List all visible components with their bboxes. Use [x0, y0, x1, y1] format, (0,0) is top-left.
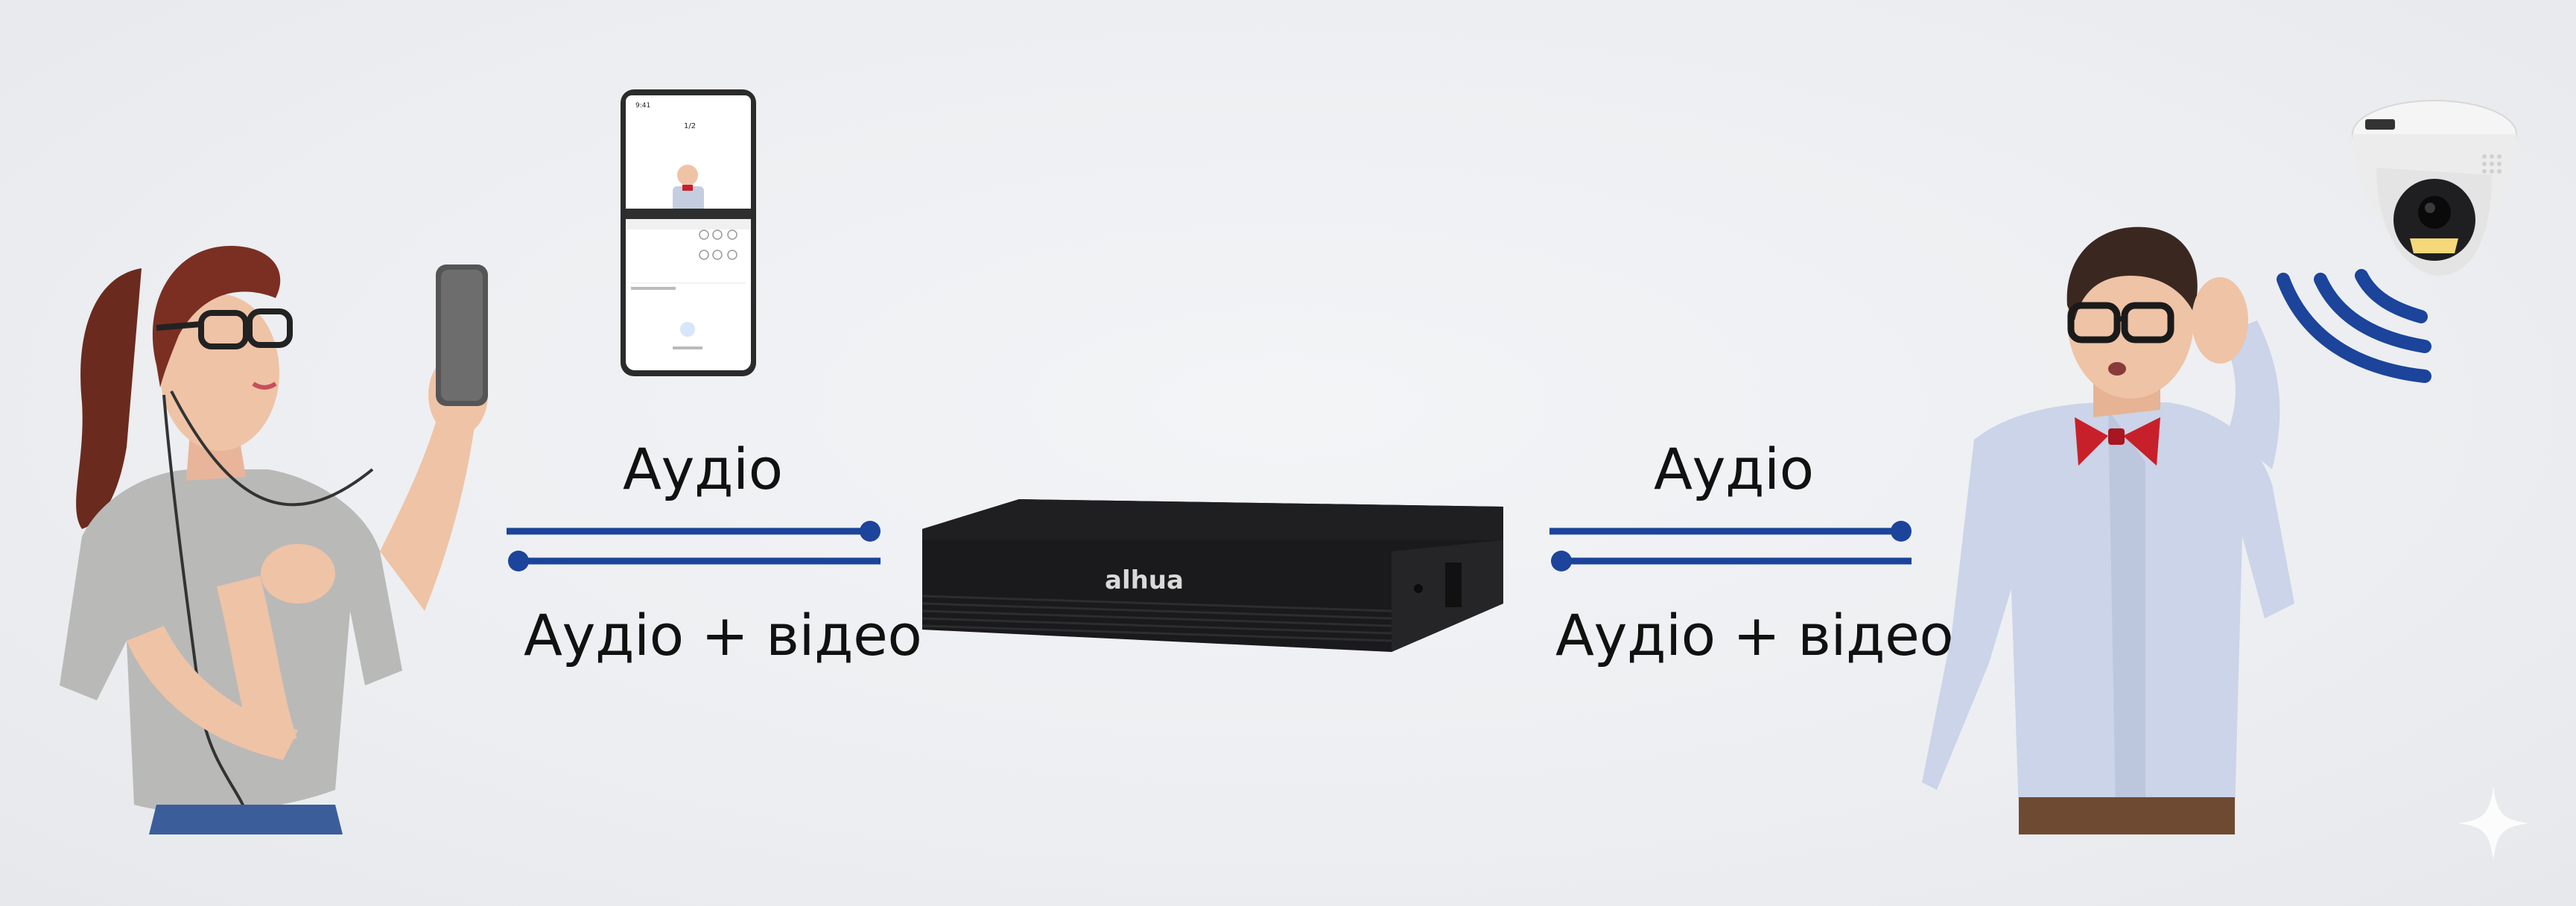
nvr-recorder-icon: alhua	[921, 499, 1503, 652]
right-audio-label: Аудіо	[1654, 436, 1814, 502]
woman-with-phone-figure	[60, 246, 488, 834]
sparkle-icon	[2458, 786, 2529, 861]
right-audio-video-label: Аудіо + відео	[1555, 602, 1954, 668]
left-connection-lines	[507, 521, 881, 571]
svg-text:9:41: 9:41	[635, 102, 650, 110]
dome-camera-icon	[2352, 100, 2517, 276]
man-listening-figure	[1922, 226, 2294, 834]
left-audio-label: Аудіо	[623, 436, 783, 502]
left-audio-video-label: Аудіо + відео	[524, 602, 922, 668]
right-connection-lines	[1549, 521, 1912, 571]
wifi-waves-icon	[2277, 269, 2431, 383]
smartphone-icon: 9:41 1/2	[621, 89, 756, 376]
svg-text:1/2: 1/2	[684, 122, 696, 130]
brand-logo: alhua	[1105, 566, 1184, 595]
